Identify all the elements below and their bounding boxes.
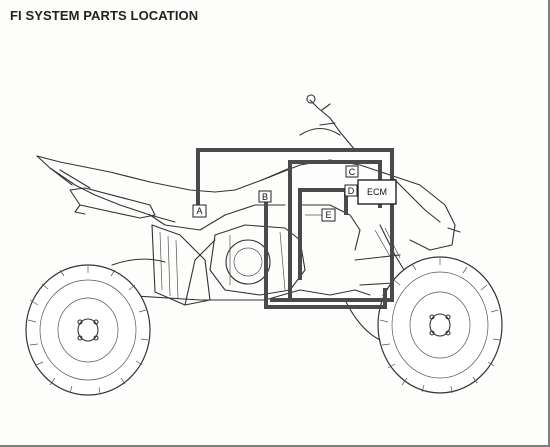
fi-frame-outline <box>196 148 394 309</box>
frame-box-lower <box>264 200 387 309</box>
atv-illustration <box>36 94 461 306</box>
ecm-label: ECM <box>367 187 387 197</box>
frame-box-upper <box>196 148 394 302</box>
callout-b-label: B <box>262 192 268 202</box>
callout-a: A <box>192 204 207 218</box>
page-title: FI SYSTEM PARTS LOCATION <box>10 8 199 23</box>
callout-b: B <box>258 190 272 203</box>
ecm-box: ECM <box>357 179 397 205</box>
callout-c: C <box>345 165 359 178</box>
leader-b <box>264 201 267 214</box>
callout-c-label: C <box>349 167 356 177</box>
callout-d: D <box>344 184 358 197</box>
callout-d-label: D <box>348 186 355 196</box>
callout-e: E <box>321 208 336 222</box>
front-wheel <box>377 256 503 394</box>
callout-e-label: E <box>325 210 331 220</box>
frame-box-inner <box>298 188 348 280</box>
front-far-wheel <box>344 299 381 341</box>
callout-a-label: A <box>196 206 202 216</box>
rear-far-wheel <box>111 258 166 266</box>
rear-wheel <box>25 264 151 396</box>
